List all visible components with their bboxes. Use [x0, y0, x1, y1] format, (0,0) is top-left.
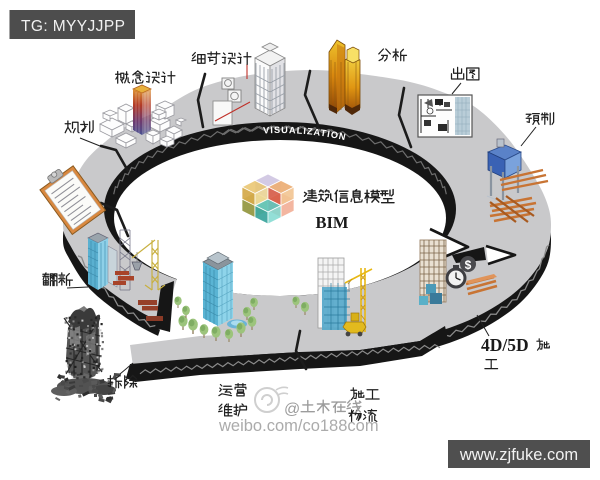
svg-text:$: $ [465, 258, 472, 272]
svg-text:@: @ [284, 401, 300, 418]
svg-text:4D/5D: 4D/5D [481, 335, 529, 355]
svg-text:www.zjfuke.com: www.zjfuke.com [459, 446, 578, 464]
svg-text:BIM: BIM [316, 213, 349, 232]
svg-text:TG: MYYJJPP: TG: MYYJJPP [21, 18, 125, 35]
svg-text:weibo.com/co188com: weibo.com/co188com [218, 417, 379, 435]
